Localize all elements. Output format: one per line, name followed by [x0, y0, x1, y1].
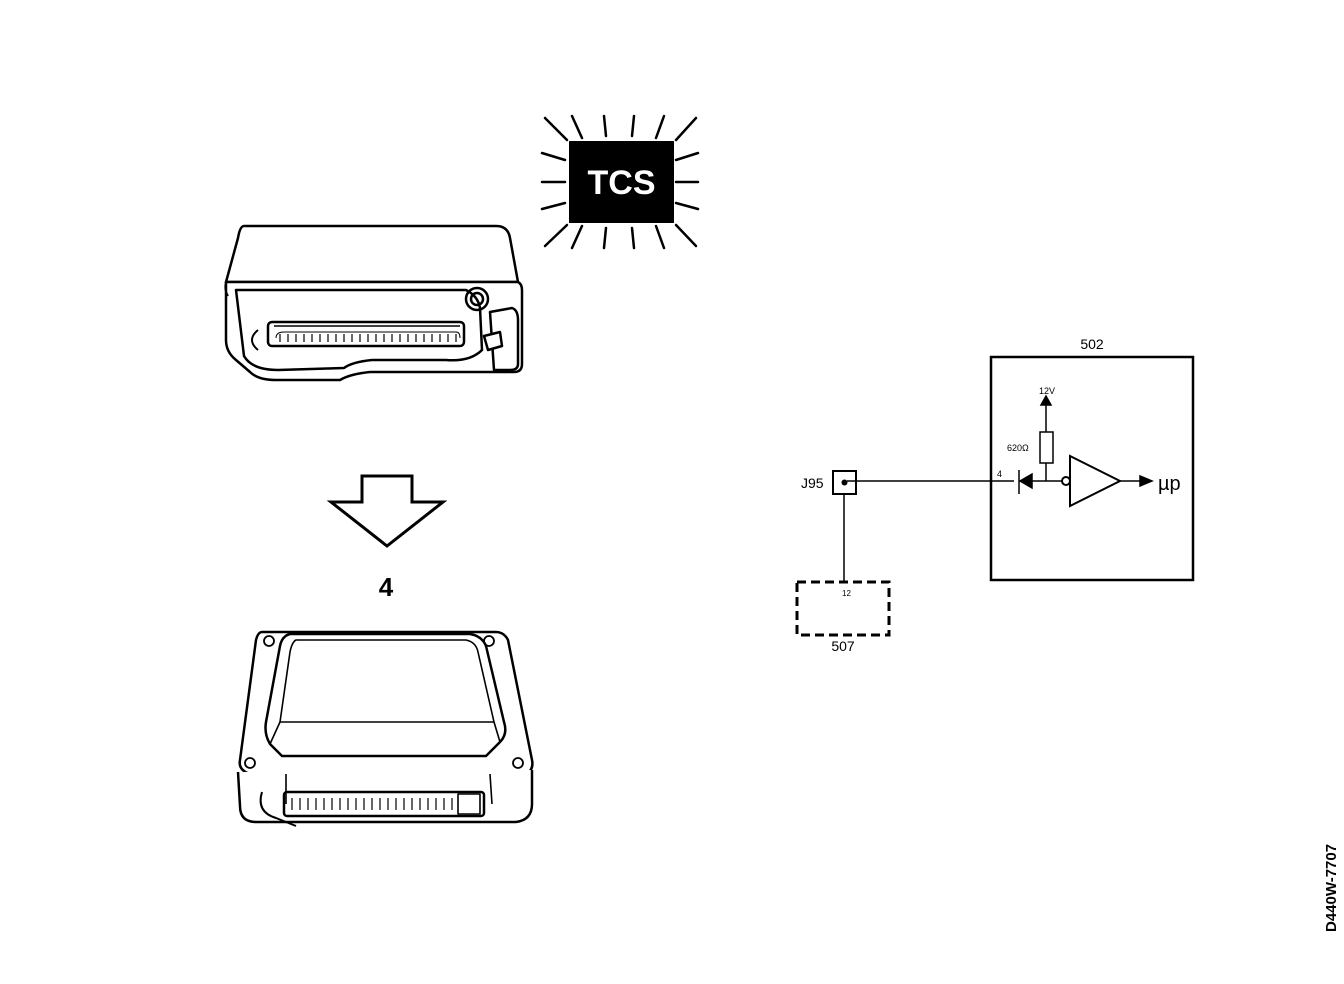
control-module-connector-view [224, 224, 524, 382]
pull-up-resistor [1039, 394, 1054, 481]
control-module-cover-view [236, 630, 534, 827]
down-arrow [326, 474, 448, 548]
module-502-box [989, 355, 1195, 582]
schematic: J95 502 4 12V 620Ω µp 1 [795, 336, 1195, 654]
connector-j95-pin [841, 479, 848, 486]
resistor-label: 620Ω [1007, 443, 1029, 453]
lamp-text: TCS [588, 164, 656, 202]
module-502-label: 502 [1080, 336, 1104, 352]
lamp-box [569, 141, 674, 223]
lamp-rays [540, 114, 700, 250]
tcs-warning-lamp: TCS [540, 114, 700, 250]
connector-label-j95: J95 [801, 475, 824, 491]
output-label: µp [1158, 473, 1181, 495]
pin-4-label: 4 [997, 469, 1002, 479]
output-arrow [1120, 474, 1154, 488]
connector-pins-top [279, 334, 457, 342]
supply-label: 12V [1039, 386, 1055, 396]
module-507-box [795, 580, 891, 637]
step-number: 4 [379, 572, 394, 602]
module-507-label: 507 [831, 638, 855, 654]
inverting-buffer [1061, 454, 1123, 508]
figure-code: D440W-7707 [1323, 844, 1340, 932]
connector-pins-bottom [291, 798, 453, 810]
pin-12-label: 12 [842, 589, 851, 598]
input-diode [1018, 470, 1062, 494]
